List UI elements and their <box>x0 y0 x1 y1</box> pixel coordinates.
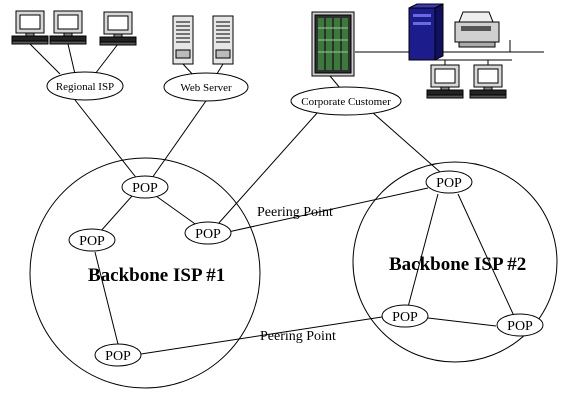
pop-node: POP <box>184 221 232 245</box>
workstation-icon <box>49 10 87 45</box>
printer-icon <box>454 11 500 48</box>
regional-isp-node: Regional ISP <box>46 71 124 101</box>
ws-line-3 <box>94 43 119 75</box>
link-corp-pop2 <box>371 111 441 173</box>
ws-line-1 <box>29 43 61 75</box>
switch-line <box>329 75 341 89</box>
network-switch-icon <box>311 11 355 77</box>
pop-node: POP <box>381 304 429 328</box>
corporate-customer-label: Corporate Customer <box>301 96 391 108</box>
link-isp1-left-bottom <box>94 251 119 345</box>
pop-label: POP <box>436 176 462 191</box>
link-isp1-top-right <box>155 195 199 227</box>
blue-server-icon <box>408 3 444 61</box>
pop-label: POP <box>507 319 533 334</box>
web-server-node: Web Server <box>163 72 249 102</box>
pop-label: POP <box>105 349 131 364</box>
backbone-isp2-label: Backbone ISP #2 <box>389 254 526 275</box>
link-isp2-top-bl <box>407 193 439 308</box>
ws-line-2 <box>67 43 76 75</box>
backbone-isp2-circle <box>352 161 558 363</box>
workstation-icon <box>426 64 464 99</box>
link-isp1-top-left <box>99 195 133 233</box>
workstation-icon <box>11 10 49 45</box>
workstation-icon <box>99 11 137 46</box>
server-tower-icon <box>212 15 234 65</box>
link-corp-pop1 <box>217 111 319 225</box>
link-isp2-bottom <box>427 317 497 327</box>
web-server-label: Web Server <box>180 82 232 94</box>
link-isp2-top-br <box>457 193 515 317</box>
workstation-icon <box>469 64 507 99</box>
corporate-customer-node: Corporate Customer <box>290 86 402 116</box>
pop-node: POP <box>496 313 544 337</box>
pop-label: POP <box>79 234 105 249</box>
pop-label: POP <box>195 227 221 242</box>
backbone-isp1-circle <box>29 157 261 389</box>
peering-link-upper <box>227 187 429 233</box>
pop-node: POP <box>94 343 142 367</box>
backbone-isp1-label: Backbone ISP #1 <box>88 265 225 286</box>
link-regional-pop <box>74 99 139 181</box>
server-tower-icon <box>172 15 194 65</box>
peering-link-lower <box>140 316 383 355</box>
peering-point-label-lower: Peering Point <box>260 329 336 344</box>
pop-label: POP <box>392 310 418 325</box>
pop-node: POP <box>68 228 116 252</box>
link-web-pop <box>151 97 209 179</box>
pop-label: POP <box>132 181 158 196</box>
regional-isp-label: Regional ISP <box>56 81 114 93</box>
peering-point-label-upper: Peering Point <box>257 205 333 220</box>
pop-node: POP <box>121 175 169 199</box>
pop-node: POP <box>425 170 473 194</box>
